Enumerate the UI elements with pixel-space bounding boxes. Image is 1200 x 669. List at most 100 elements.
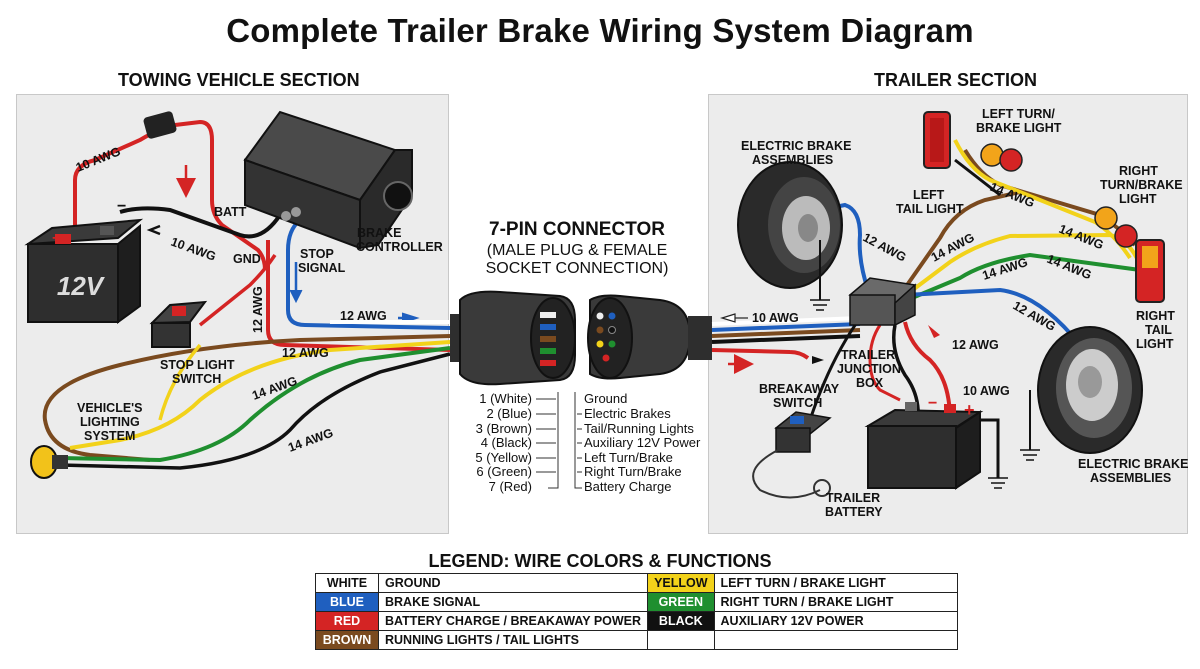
legend-table: WHITE GROUND YELLOW LEFT TURN / BRAKE LI… — [315, 573, 958, 650]
right-tail-label-3: LIGHT — [1136, 337, 1174, 351]
connector-subtitle-1: (MALE PLUG & FEMALE — [487, 242, 668, 259]
green-right-turn-wire — [59, 346, 451, 463]
vehicle-lighting-label-1: VEHICLE'S — [77, 401, 143, 415]
pin-right: Ground — [584, 391, 627, 406]
right-turn-brake-light — [1094, 206, 1165, 303]
awg-label: 12 AWG — [251, 286, 265, 333]
awg-label: 10 AWG — [752, 311, 799, 325]
legend-swatch-green: GREEN — [647, 592, 715, 612]
battery-minus: − — [117, 198, 126, 215]
towing-section-title: TOWING VEHICLE SECTION — [118, 70, 360, 90]
awg-label: 12 AWG — [861, 230, 909, 264]
connector-subtitle-2: SOCKET CONNECTION) — [486, 260, 669, 277]
legend-function: BRAKE SIGNAL — [377, 592, 649, 612]
brown-tail-wire — [42, 334, 451, 462]
awg-label: 14 AWG — [1045, 252, 1094, 283]
trailer-battery-plus: + — [964, 400, 975, 420]
trailer-blue-wire — [711, 322, 861, 332]
legend-function: RIGHT TURN / BRAKE LIGHT — [713, 592, 958, 612]
page-title: Complete Trailer Brake Wiring System Dia… — [226, 12, 974, 49]
trailer-battery-label-1: TRAILER — [826, 491, 880, 505]
left-brake-assembly — [737, 161, 843, 300]
right-turn-label-2: TURN/BRAKE — [1100, 178, 1183, 192]
legend-row: BLUE BRAKE SIGNAL GREEN RIGHT TURN / BRA… — [315, 592, 958, 612]
legend-empty-cell — [647, 630, 715, 650]
battery-voltage-label: 12V — [57, 271, 106, 301]
yellow-left-turn-wire — [69, 340, 451, 450]
brake-controller-label-2: CONTROLLER — [356, 240, 443, 254]
pin-legend-left: 1 (White) 2 (Blue) 3 (Brown) 4 (Black) 5… — [475, 391, 532, 494]
awg-label: 12 AWG — [952, 338, 999, 352]
pin-right: Left Turn/Brake — [584, 450, 673, 465]
female-socket — [587, 294, 712, 380]
left-turn-label-1: LEFT TURN/ — [982, 107, 1055, 121]
stop-light-switch — [149, 300, 208, 348]
right-brake-assembly — [1029, 326, 1143, 454]
awg-label: 10 AWG — [963, 384, 1010, 398]
legend-swatch-brown: BROWN — [315, 630, 379, 650]
ground-wire — [119, 206, 282, 239]
pin-right: Battery Charge — [584, 479, 671, 494]
vehicle-lighting-label-3: SYSTEM — [84, 429, 135, 443]
trailer-battery-minus: − — [928, 395, 937, 412]
right-turn-label-3: LIGHT — [1119, 192, 1157, 206]
pin-right: Tail/Running Lights — [584, 421, 694, 436]
gnd-label: GND — [233, 252, 261, 266]
trailer-battery: − + — [864, 395, 984, 490]
brake-assembly-bottom-label-2: ASSEMBLIES — [1090, 471, 1171, 485]
breakaway-label-2: SWITCH — [773, 396, 822, 410]
stop-signal-label-1: STOP — [300, 247, 334, 261]
vehicle-battery: 12V + − — [24, 198, 144, 324]
vehicle-light — [30, 445, 68, 479]
trailer-junction-box — [848, 277, 917, 327]
trailer-white-wire — [711, 316, 861, 326]
left-tail-label-1: LEFT — [913, 188, 945, 202]
pin-left: 2 (Blue) — [486, 406, 532, 421]
legend-function: BATTERY CHARGE / BREAKAWAY POWER — [377, 611, 649, 631]
breakaway-switch — [752, 411, 832, 499]
trailer-brown-wire — [711, 328, 861, 338]
blue-to-left-brake — [819, 202, 870, 291]
pin-left: 4 (Black) — [481, 435, 532, 450]
trailer-section-title: TRAILER SECTION — [874, 70, 1038, 90]
awg-label: 14 AWG — [286, 426, 335, 455]
connector-title: 7-PIN CONNECTOR — [489, 219, 665, 240]
junction-box-label-2: JUNCTION — [837, 362, 901, 376]
trailer-black-wire — [711, 334, 861, 344]
pin-right: Electric Brakes — [584, 406, 671, 421]
legend-empty-cell — [713, 630, 958, 650]
battery-plus: + — [52, 230, 61, 247]
legend-swatch-black: BLACK — [647, 611, 715, 631]
stop-switch-wire — [198, 254, 277, 327]
legend-row: RED BATTERY CHARGE / BREAKAWAY POWER BLA… — [315, 611, 958, 631]
trailer-battery-label-2: BATTERY — [825, 505, 883, 519]
pin-right: Auxiliary 12V Power — [584, 435, 701, 450]
brake-assembly-label-2: ASSEMBLIES — [752, 153, 833, 167]
brake-assembly-label-1: ELECTRIC BRAKE — [741, 139, 851, 153]
pin-left: 5 (Yellow) — [475, 450, 532, 465]
legend-swatch-blue: BLUE — [315, 592, 379, 612]
legend-function: RUNNING LIGHTS / TAIL LIGHTS — [377, 630, 649, 650]
pin-legend-right: Ground Electric Brakes Tail/Running Ligh… — [584, 391, 701, 494]
legend-function: LEFT TURN / BRAKE LIGHT — [713, 573, 958, 593]
breakaway-label-1: BREAKAWAY — [759, 382, 840, 396]
left-tail-label-2: TAIL LIGHT — [896, 202, 964, 216]
blue-brake-wire — [286, 218, 451, 330]
left-turn-brake-light — [923, 111, 1023, 172]
black-to-battery — [892, 324, 920, 421]
legend-title: LEGEND: WIRE COLORS & FUNCTIONS — [428, 551, 772, 571]
red-to-battery — [903, 321, 952, 421]
awg-label: 10 AWG — [74, 144, 123, 175]
legend-row: BROWN RUNNING LIGHTS / TAIL LIGHTS — [315, 630, 958, 650]
right-tail-label-1: RIGHT — [1136, 309, 1175, 323]
brake-controller — [243, 110, 413, 250]
green-to-right-tail — [911, 252, 1141, 300]
brown-to-left-tail — [903, 190, 1021, 290]
brake-assembly-bottom-label-1: ELECTRIC BRAKE — [1078, 457, 1188, 471]
awg-label: 10 AWG — [169, 235, 218, 264]
pin-left: 6 (Green) — [476, 464, 532, 479]
fuse-holder — [143, 111, 177, 139]
awg-label: 12 AWG — [282, 346, 329, 360]
wiring-diagram: 12V + − BATT GND BRAKE CONTROLLER STOP S… — [24, 107, 1188, 519]
legend-swatch-white: WHITE — [315, 573, 379, 593]
